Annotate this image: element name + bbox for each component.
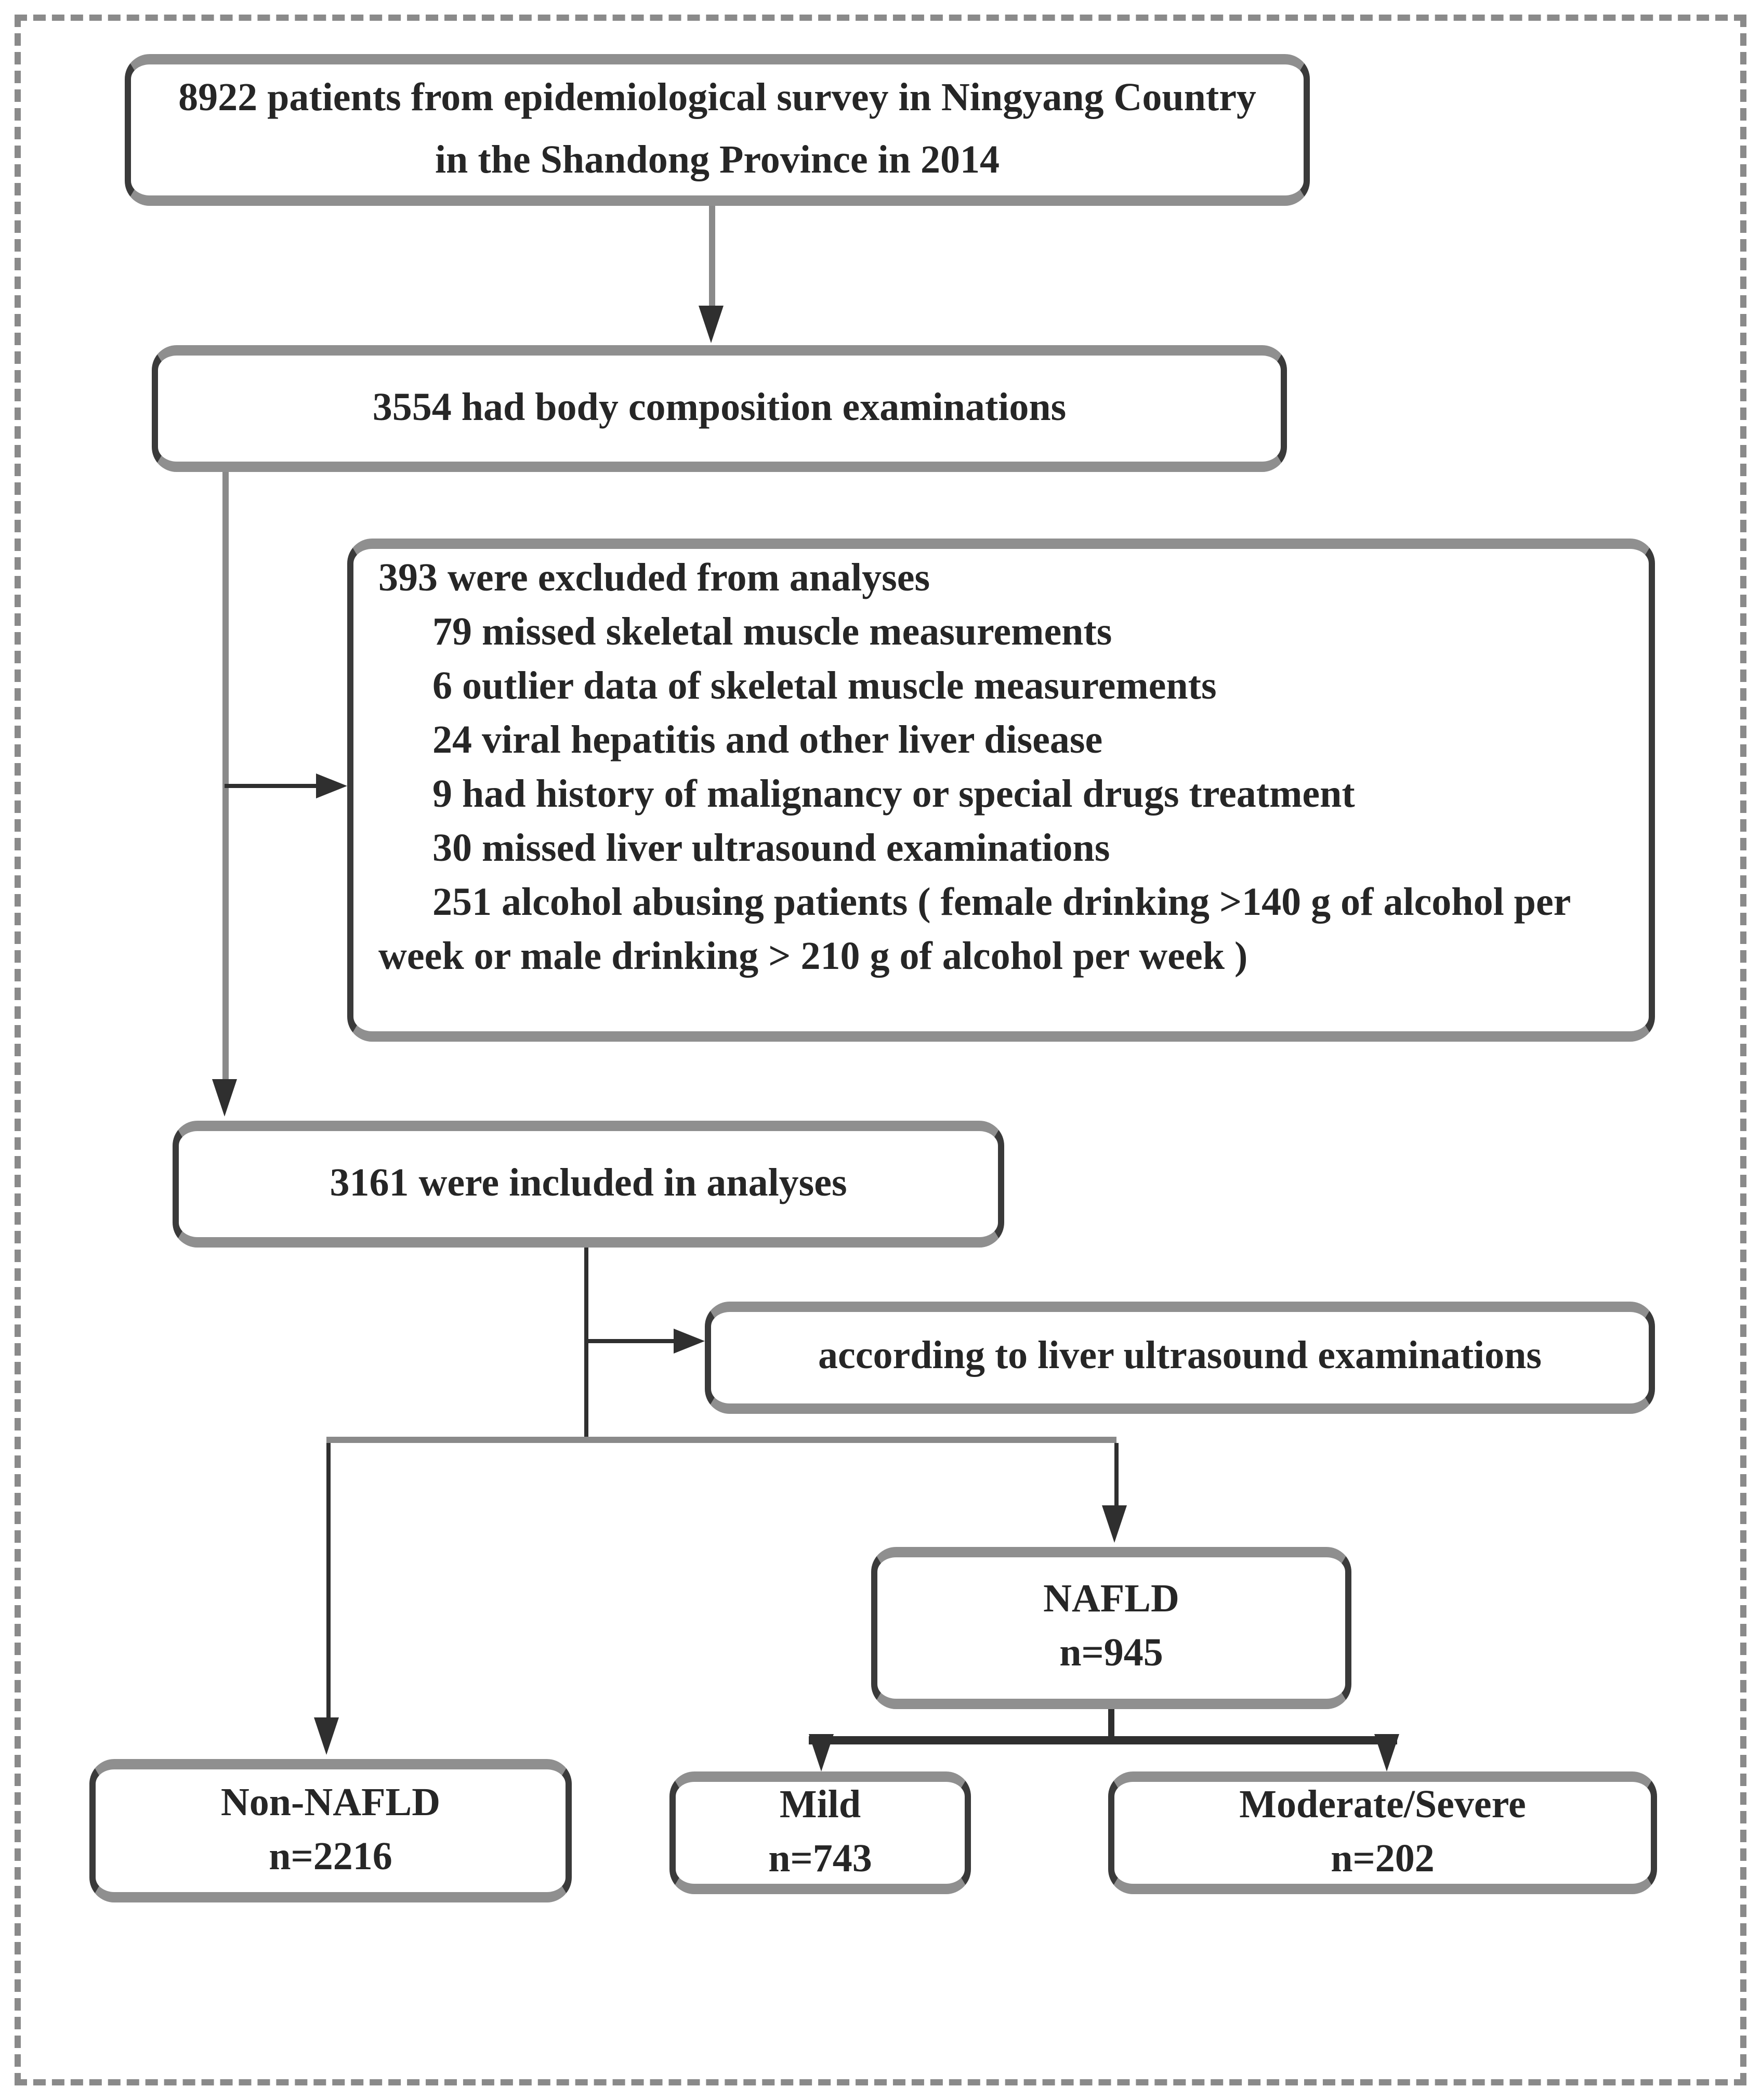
connector-composition-to-included	[222, 472, 229, 1079]
connector-nafld-down	[1108, 1709, 1114, 1742]
arrowhead-into-moderate-severe	[1374, 1734, 1399, 1771]
arrowhead-into-non-nafld	[314, 1717, 339, 1755]
arrowhead-into-included	[212, 1079, 237, 1117]
arrowhead-into-ultrasound	[674, 1329, 705, 1354]
non-nafld-label: Non-NAFLD	[220, 1781, 441, 1825]
arrowhead-into-exclusions	[316, 773, 347, 798]
non-nafld-count: n=2216	[269, 1835, 392, 1879]
ultrasound-text: according to liver ultrasound examinatio…	[818, 1335, 1542, 1379]
box-non-nafld: Non-NAFLD n=2216	[89, 1759, 572, 1902]
included-text: 3161 were included in analyses	[330, 1161, 847, 1205]
box-moderate-severe: Moderate/Severe n=202	[1108, 1771, 1657, 1894]
connector-split-horizontal	[326, 1437, 1116, 1443]
nafld-label: NAFLD	[1043, 1578, 1179, 1622]
box-mild: Mild n=743	[669, 1771, 971, 1894]
moderate-severe-label: Moderate/Severe	[1239, 1783, 1526, 1827]
connector-survey-to-composition	[709, 206, 715, 306]
connector-severity-horizontal	[809, 1736, 1397, 1744]
connector-to-nafld	[1114, 1443, 1119, 1505]
exclusion-item: 9 had history of malignancy or special d…	[432, 773, 1355, 817]
exclusion-item: 6 outlier data of skeletal muscle measur…	[432, 665, 1217, 709]
connector-included-down	[584, 1248, 588, 1441]
composition-text: 3554 had body composition examinations	[372, 386, 1067, 429]
outer-dashed-frame	[15, 15, 1746, 2085]
arrowhead-into-mild	[809, 1734, 834, 1771]
exclusion-item: 30 missed liver ultrasound examinations	[432, 828, 1110, 871]
box-composition: 3554 had body composition examinations	[152, 345, 1287, 472]
mild-count: n=743	[768, 1837, 872, 1881]
exclusion-item: 24 viral hepatitis and other liver disea…	[432, 719, 1103, 763]
arrowhead-into-nafld	[1102, 1505, 1127, 1543]
box-nafld: NAFLD n=945	[871, 1547, 1351, 1709]
exclusion-item: 251 alcohol abusing patients ( female dr…	[378, 882, 1571, 979]
survey-text: 8922 patients from epidemiological surve…	[178, 76, 1256, 182]
box-ultrasound: according to liver ultrasound examinatio…	[705, 1302, 1655, 1414]
connector-branch-to-exclusions	[225, 784, 316, 788]
box-survey: 8922 patients from epidemiological surve…	[125, 54, 1310, 206]
connector-to-non-nafld	[326, 1443, 331, 1717]
arrowhead-into-composition	[699, 306, 724, 343]
mild-label: Mild	[779, 1783, 861, 1827]
box-exclusions: 393 were excluded from analyses 79 misse…	[347, 539, 1655, 1042]
box-included: 3161 were included in analyses	[173, 1121, 1004, 1248]
exclusion-item: 79 missed skeletal muscle measurements	[432, 611, 1112, 655]
moderate-severe-count: n=202	[1331, 1837, 1435, 1881]
exclusions-title: 393 were excluded from analyses	[378, 557, 930, 601]
connector-branch-to-ultrasound	[586, 1339, 674, 1343]
nafld-count: n=945	[1059, 1632, 1163, 1676]
